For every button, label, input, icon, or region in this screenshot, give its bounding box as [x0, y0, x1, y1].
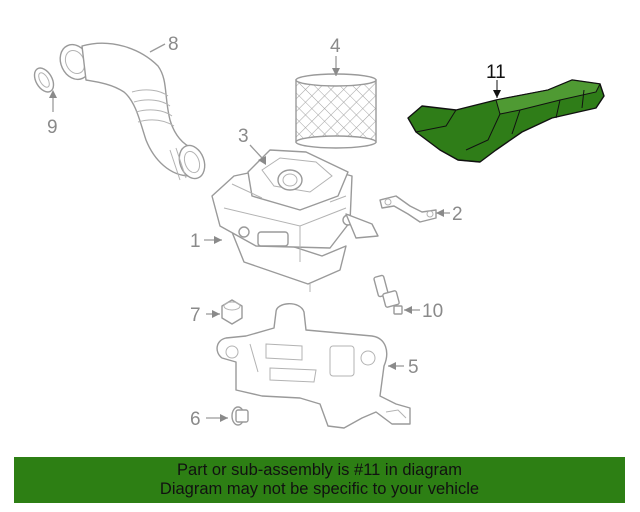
arrow-10 [404, 306, 412, 314]
part-11-air-duct[interactable] [407, 79, 605, 163]
arrow-7 [212, 310, 220, 318]
part-info-banner: Part or sub-assembly is #11 in diagram D… [14, 457, 625, 503]
callout-3[interactable]: 3 [238, 126, 249, 147]
callout-5[interactable]: 5 [408, 357, 419, 378]
callout-7[interactable]: 7 [190, 305, 201, 326]
banner-line-2: Diagram may not be specific to your vehi… [159, 480, 480, 498]
part-10-sensor[interactable] [373, 274, 403, 315]
arrow-2 [436, 209, 444, 217]
callout-2[interactable]: 2 [452, 204, 463, 225]
callout-6[interactable]: 6 [190, 409, 201, 430]
callout-1[interactable]: 1 [190, 231, 201, 252]
part-8-intake-hose[interactable] [55, 40, 209, 182]
part-4-air-filter[interactable] [295, 73, 377, 149]
callout-8[interactable]: 8 [168, 34, 179, 55]
part-6-push-pin[interactable] [231, 406, 249, 426]
part-9-hose-clamp[interactable] [31, 65, 58, 96]
parts-diagram: 8 9 4 11 [31, 34, 605, 430]
part-3-air-cleaner-cover[interactable] [231, 149, 349, 211]
callout-10[interactable]: 10 [422, 301, 443, 322]
banner-line-1: Part or sub-assembly is #11 in diagram [177, 461, 462, 479]
arrow-5 [388, 362, 396, 370]
callout-9[interactable]: 9 [47, 117, 58, 138]
part-5-support-bracket[interactable] [216, 303, 411, 429]
part-2-bracket[interactable] [379, 195, 437, 223]
arrow-11 [493, 90, 501, 98]
leader-line-3 [249, 144, 263, 159]
arrow-1 [214, 236, 222, 244]
callout-11[interactable]: 11 [486, 62, 506, 83]
part-7-nut[interactable] [221, 299, 243, 325]
arrow-4 [332, 68, 340, 76]
arrow-6 [220, 414, 228, 422]
arrow-3 [258, 156, 266, 165]
leader-line-8 [149, 43, 166, 53]
arrow-9 [49, 90, 57, 98]
callout-4[interactable]: 4 [330, 36, 341, 57]
